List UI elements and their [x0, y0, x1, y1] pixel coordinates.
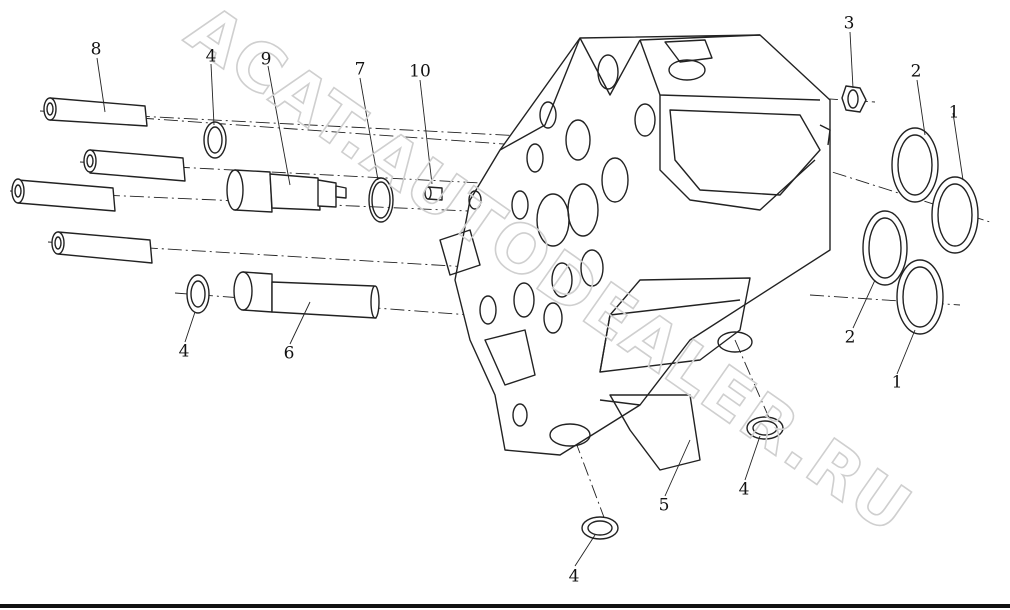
- part-label: 1: [891, 372, 903, 393]
- part-9-spool: [226, 169, 347, 213]
- part-label: 5: [658, 495, 670, 516]
- part-label: 4: [178, 341, 190, 362]
- housing-body: [439, 34, 831, 471]
- part-4-seals-bottom: [581, 416, 784, 540]
- part-label: 3: [843, 13, 855, 34]
- frame-bottom-border: [0, 604, 1010, 608]
- part-label: 2: [910, 61, 922, 82]
- part-3-nut: [841, 85, 867, 113]
- leader-lines: [96, 31, 964, 567]
- part-label: 10: [409, 61, 431, 82]
- part-8-pins: [11, 97, 186, 264]
- part-1-2-seals-right: [862, 127, 979, 335]
- part-10-dowel: [424, 186, 443, 201]
- part-4-seals-left: [186, 121, 227, 314]
- part-label: 4: [205, 46, 217, 67]
- part-7-oring: [368, 177, 394, 223]
- part-label: 7: [354, 59, 366, 80]
- part-label: 8: [90, 39, 102, 60]
- part-label: 6: [283, 343, 295, 364]
- part-label: 4: [568, 566, 580, 587]
- part-label: 9: [260, 49, 272, 70]
- part-6-sleeve: [233, 271, 380, 319]
- part-label: 2: [844, 327, 856, 348]
- part-label: 1: [948, 102, 960, 123]
- part-label: 4: [738, 479, 750, 500]
